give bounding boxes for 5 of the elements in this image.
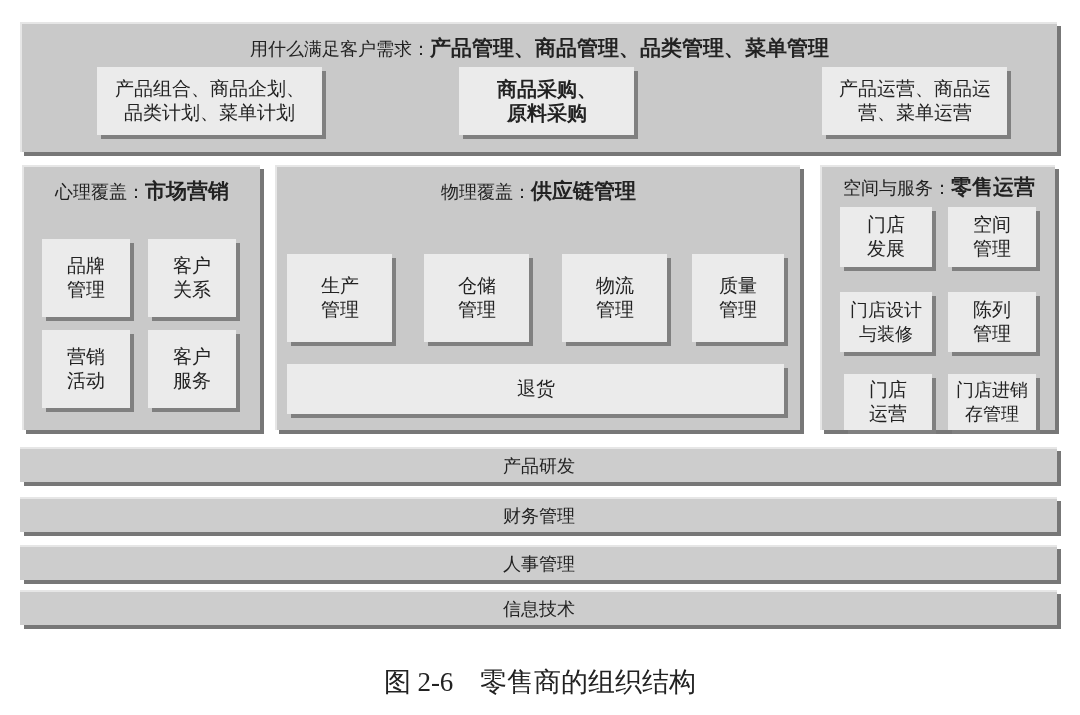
panel-heading: 心理覆盖：市场营销 <box>54 178 230 205</box>
figure-caption: 图 2-6 零售商的组织结构 <box>382 666 698 699</box>
panel-heading: 用什么满足客户需求：产品管理、商品管理、品类管理、菜单管理 <box>249 35 830 62</box>
panel-heading: 空间与服务：零售运营 <box>841 174 1036 201</box>
panel-heading: 物理覆盖：供应链管理 <box>440 178 637 205</box>
